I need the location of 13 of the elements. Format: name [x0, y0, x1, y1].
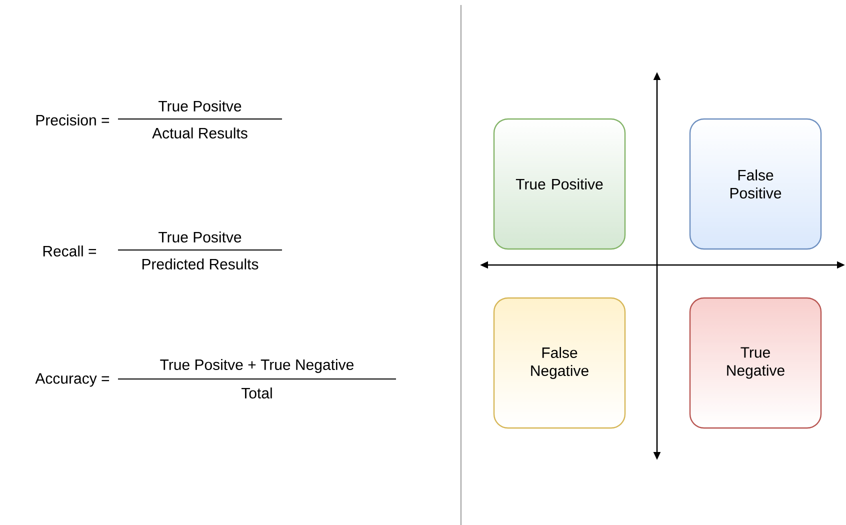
denominator: Actual Results	[152, 128, 248, 138]
quadrant-box: False Negative	[493, 297, 626, 429]
numerator: True Positve	[158, 232, 242, 242]
numerator: True Positve	[158, 100, 242, 112]
quadrant-box: True Negative	[689, 297, 822, 429]
quadrant-box: False Positive	[689, 118, 822, 250]
formula-label: Precision =	[36, 114, 110, 126]
numerator: True Positve + True Negative	[160, 359, 354, 373]
formula-label: Recall =	[43, 246, 96, 256]
denominator: Total	[242, 388, 272, 398]
quadrant-box: True Positive	[493, 118, 626, 250]
denominator: Predicted Results	[142, 258, 258, 270]
formula-label: Accuracy =	[35, 373, 110, 387]
